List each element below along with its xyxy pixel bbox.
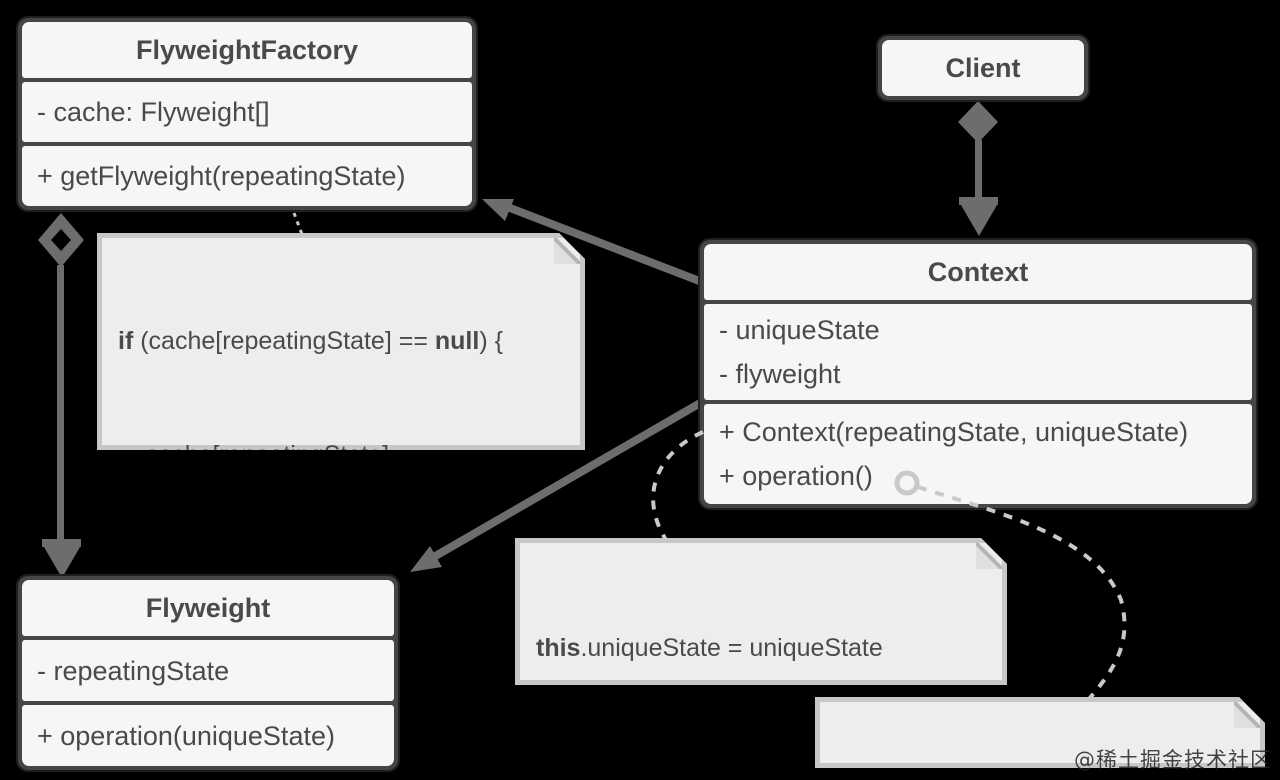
- arrowhead-icon: [44, 547, 80, 578]
- class-title: Flyweight: [22, 580, 394, 636]
- class-field: - repeatingState: [22, 640, 394, 701]
- class-method: + Context(repeatingState, uniqueState): [719, 417, 1189, 447]
- client-context-association: [958, 101, 998, 236]
- folded-corner-icon: [554, 238, 580, 264]
- class-title: FlyweightFactory: [22, 22, 472, 78]
- watermark: @稀土掘金技术社区: [1074, 748, 1272, 772]
- note-factory-code: if (cache[repeatingState] == null) { cac…: [97, 233, 585, 450]
- class-field: - uniqueState: [719, 315, 880, 345]
- class-flyweight: Flyweight - repeatingState + operation(u…: [18, 576, 398, 770]
- factory-flyweight-aggregation: [38, 213, 84, 578]
- class-flyweight-factory: FlyweightFactory - cache: Flyweight[] + …: [18, 18, 476, 210]
- class-method: + operation(): [719, 461, 873, 491]
- class-field: - flyweight: [719, 359, 841, 389]
- arrowhead-icon: [482, 199, 514, 221]
- class-context: Context - uniqueState - flyweight + Cont…: [700, 240, 1256, 508]
- class-method: + getFlyweight(repeatingState): [22, 146, 472, 206]
- arrowhead-bar-icon: [959, 197, 998, 205]
- code-line: this.uniqueState = uniqueState: [536, 634, 883, 662]
- arrowhead-bar-icon: [42, 539, 81, 547]
- folded-corner-icon: [1234, 702, 1260, 728]
- class-client: Client: [878, 36, 1088, 100]
- aggregation-diamond-hole: [51, 229, 71, 251]
- folded-corner-icon: [976, 543, 1002, 569]
- dashed-note-link: [651, 430, 704, 542]
- note-context-constructor-code: this.uniqueState = uniqueState this.flyw…: [515, 538, 1007, 685]
- class-method: + operation(uniqueState): [22, 705, 394, 766]
- class-title: Client: [882, 40, 1084, 96]
- class-title: Context: [704, 244, 1252, 300]
- code-line: if (cache[repeatingState] == null) {: [118, 327, 503, 355]
- class-field: - cache: Flyweight[]: [22, 82, 472, 142]
- solid-diamond-icon: [958, 101, 998, 143]
- code-line: cache[repeatingState] =: [118, 441, 411, 469]
- arrowhead-icon: [410, 546, 442, 572]
- arrowhead-icon: [961, 205, 997, 236]
- aggregation-diamond-icon: [38, 213, 84, 267]
